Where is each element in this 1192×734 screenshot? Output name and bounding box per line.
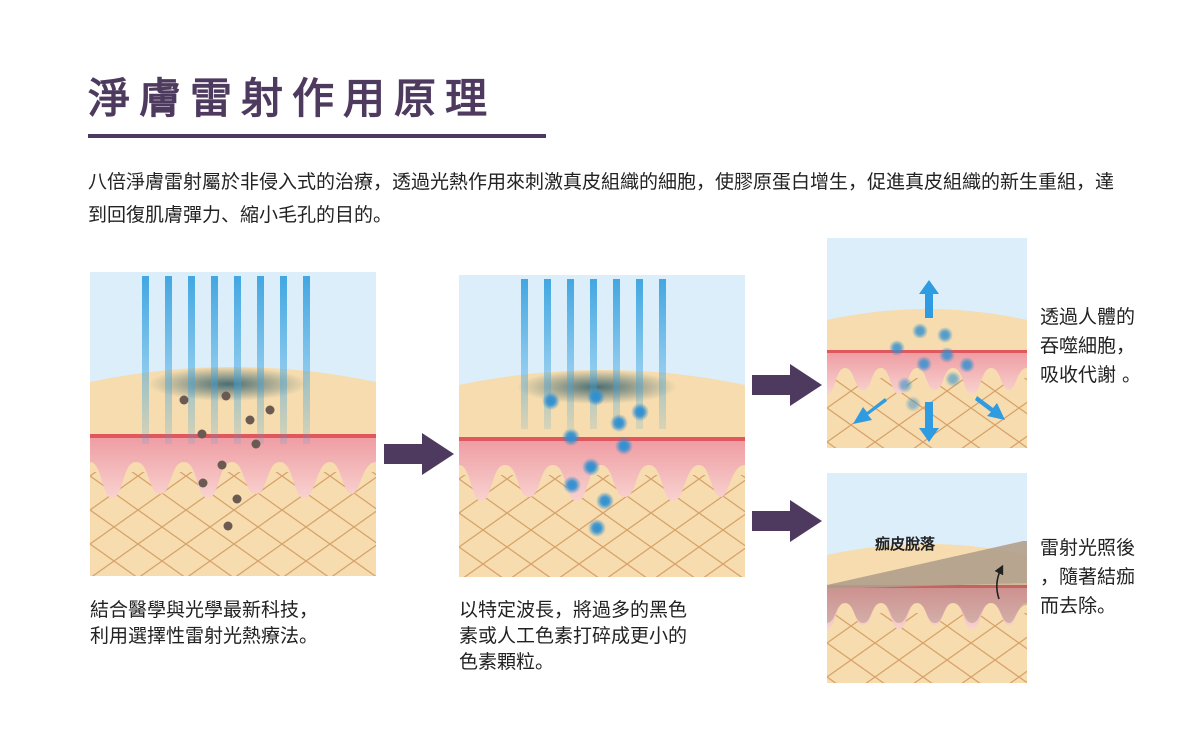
skin-panel-scab: 痂皮脫落 bbox=[827, 473, 1027, 683]
laser-beam-icon bbox=[142, 276, 310, 444]
skin-panel-fragment bbox=[459, 275, 745, 577]
skin-panel-laser bbox=[90, 272, 376, 576]
right-arrow-icon bbox=[752, 364, 822, 406]
intro-paragraph: 八倍淨膚雷射屬於非侵入式的治療，透過光熱作用來刺激真皮組織的細胞，使膠原蛋白增生… bbox=[88, 171, 1115, 226]
up-arrow-icon bbox=[994, 564, 1004, 600]
scab-label: 痂皮脫落 bbox=[875, 535, 936, 553]
outward-arrow-icon bbox=[853, 280, 1005, 442]
right-arrow-icon bbox=[384, 433, 454, 475]
title-underline bbox=[88, 134, 546, 138]
step-1-caption: 結合醫學與光學最新科技， 利用選擇性雷射光熱療法。 bbox=[90, 599, 319, 647]
scab-note: 雷射光照後 ，隨著結痂 而去除。 bbox=[1040, 537, 1136, 617]
metabolize-note: 透過人體的 吞噬細胞， 吸收代謝 。 bbox=[1040, 306, 1142, 386]
step-2-caption: 以特定波長，將過多的黑色 素或人工色素打碎成更小的 色素顆粒。 bbox=[459, 599, 688, 673]
right-arrow-icon bbox=[752, 500, 822, 542]
skin-panel-metabolize bbox=[827, 238, 1027, 448]
page-title: 淨膚雷射作用原理 bbox=[88, 74, 497, 123]
